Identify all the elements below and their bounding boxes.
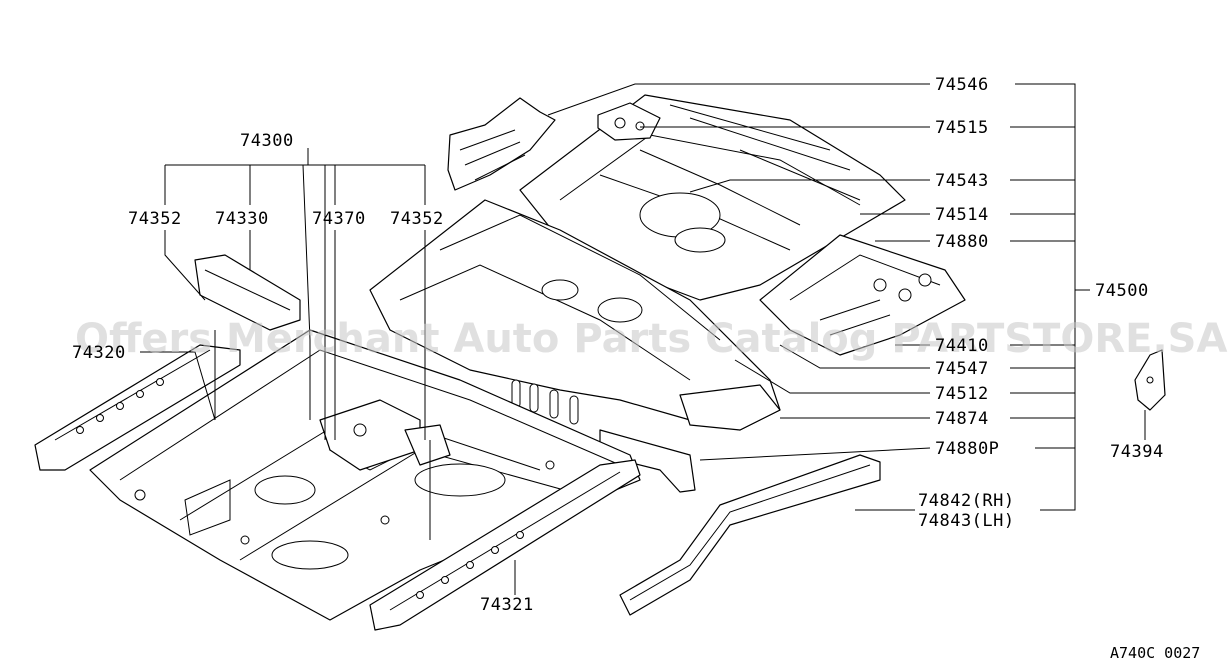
- label-74370: 74370: [312, 209, 366, 229]
- label-74543: 74543: [935, 171, 989, 191]
- rear-floor-assembly: [519, 94, 906, 301]
- label-74512: 74512: [935, 384, 989, 404]
- center-floor-crossmember: [369, 199, 781, 431]
- reference-code: A740C 0027: [1110, 644, 1200, 662]
- part-74546-bracket: [447, 97, 556, 191]
- label-74843: 74843(LH): [918, 511, 1015, 531]
- part-74842-side-member: [619, 454, 881, 616]
- label-74352-right: 74352: [390, 209, 444, 229]
- label-74300: 74300: [240, 131, 294, 151]
- label-74500: 74500: [1095, 281, 1149, 301]
- label-74515: 74515: [935, 118, 989, 138]
- label-74547: 74547: [935, 359, 989, 379]
- rear-crossmember-74410: [759, 234, 966, 356]
- label-74880P: 74880P: [935, 439, 999, 459]
- label-74394: 74394: [1110, 442, 1164, 462]
- label-74514: 74514: [935, 205, 989, 225]
- part-74321-sill: [369, 459, 641, 631]
- part-74394-bracket: [1134, 349, 1166, 411]
- leader-lines: [140, 83, 1146, 595]
- label-74842: 74842(RH): [918, 491, 1015, 511]
- part-74320-sill: [34, 344, 241, 471]
- label-74880: 74880: [935, 232, 989, 252]
- label-74352-left: 74352: [128, 209, 182, 229]
- label-74321: 74321: [480, 595, 534, 615]
- label-74410: 74410: [935, 336, 989, 356]
- label-74546: 74546: [935, 75, 989, 95]
- front-floor-member-74370: [319, 399, 451, 471]
- label-74320: 74320: [72, 343, 126, 363]
- label-74330: 74330: [215, 209, 269, 229]
- part-74515-bracket: [597, 102, 661, 141]
- part-number-labels: 74546 74515 74543 74514 74880 74500 7441…: [72, 75, 1164, 615]
- watermark-text: Offers Merchant Auto Parts Catalog PARTS…: [75, 316, 1227, 362]
- label-74874: 74874: [935, 409, 989, 429]
